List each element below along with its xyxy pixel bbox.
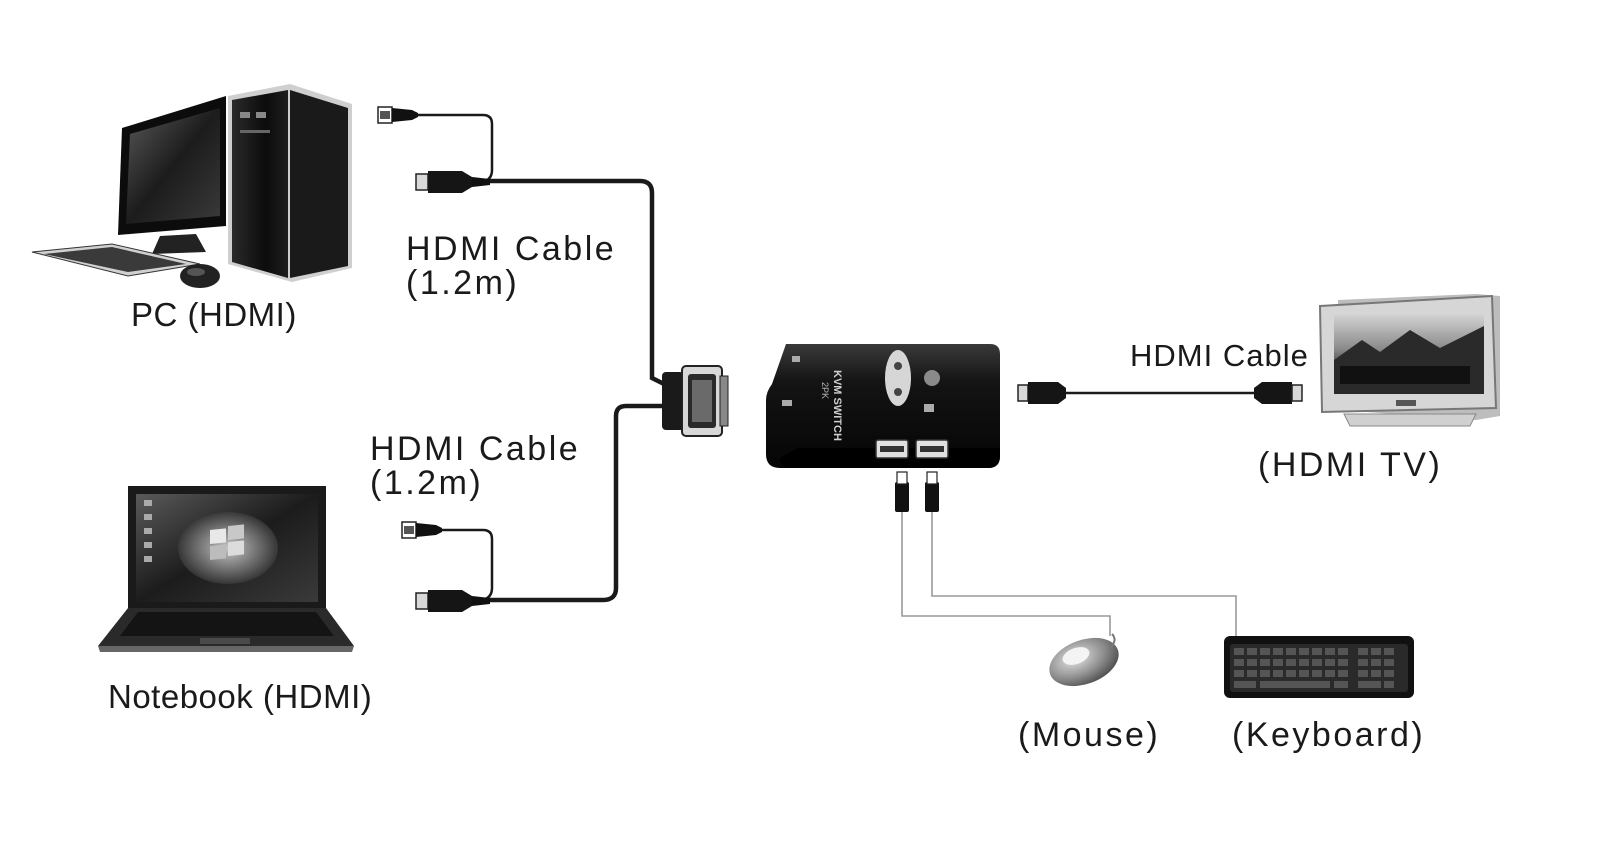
hdmi-cable-notebook	[468, 403, 668, 603]
keyboard-icon	[1224, 636, 1414, 698]
usb-wire-mouse	[901, 512, 1111, 636]
usb-connector-icon	[895, 471, 909, 512]
tv-icon	[1318, 294, 1500, 427]
notebook-icon	[98, 486, 354, 652]
usb-cable-notebook	[442, 528, 494, 602]
kvm-model-text: 2PK	[820, 382, 830, 399]
usb-connector-icon	[377, 106, 418, 124]
usb-wire-keyboard	[931, 512, 1237, 636]
mouse-icon	[1049, 633, 1119, 687]
hdmi-connector-icon	[1254, 382, 1303, 404]
pc-label: PC (HDMI)	[131, 296, 297, 333]
hdmi-connector-icon	[415, 171, 490, 193]
usb-connector-icon	[401, 521, 442, 539]
keyboard-label: (Keyboard)	[1232, 716, 1426, 754]
hdmi-connector-icon	[415, 590, 490, 612]
dvi-connector-icon	[662, 365, 729, 437]
desktop-pc-icon	[31, 84, 352, 288]
kvm-brand-text: KVM SWITCH	[831, 370, 843, 441]
notebook-label: Notebook (HDMI)	[108, 678, 373, 715]
mouse-label: (Mouse)	[1018, 716, 1161, 754]
hdmi-cable-pc	[468, 178, 670, 389]
notebook-cable-label-line2: (1.2m)	[370, 464, 484, 502]
usb-connector-icon	[925, 471, 939, 512]
hdmi-connector-icon	[1017, 382, 1066, 404]
kvm-switch-icon: KVM SWITCH 2PK	[766, 344, 1000, 468]
notebook-cable-label-line1: HDMI Cable	[370, 430, 581, 468]
pc-cable-label-line1: HDMI Cable	[406, 230, 617, 268]
tv-cable-label: HDMI Cable	[1130, 338, 1309, 373]
tv-label: (HDMI TV)	[1258, 446, 1443, 484]
pc-cable-label-line2: (1.2m)	[406, 264, 520, 302]
